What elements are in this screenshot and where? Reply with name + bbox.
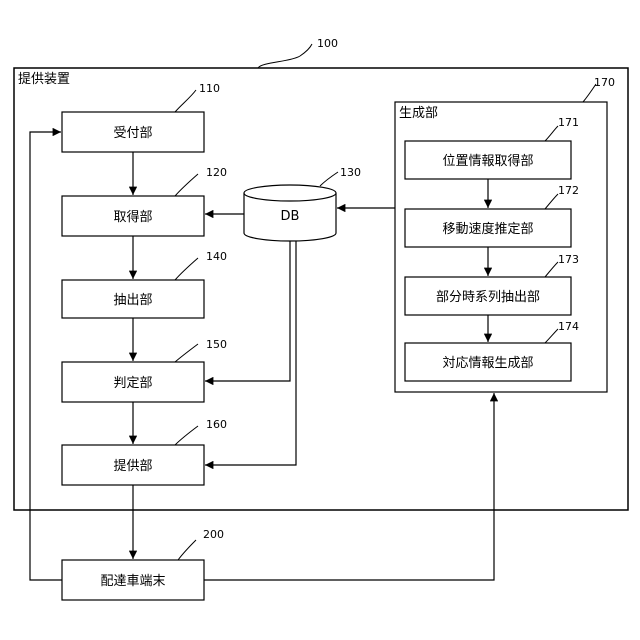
ref-172: 172 bbox=[558, 184, 579, 197]
ref-120: 120 bbox=[206, 166, 227, 179]
generator-label: 生成部 bbox=[399, 106, 438, 121]
unit-label-160: 提供部 bbox=[113, 458, 152, 474]
sub-label-173: 部分時系列抽出部 bbox=[436, 290, 540, 305]
unit-label-120: 取得部 bbox=[113, 209, 152, 225]
leader-line-150 bbox=[175, 344, 198, 362]
ref-140: 140 bbox=[206, 250, 227, 263]
leader-line-172 bbox=[545, 194, 558, 209]
db-cylinder-top bbox=[244, 185, 336, 201]
leader-line-120 bbox=[175, 174, 198, 196]
leader-line-140 bbox=[175, 258, 198, 280]
ref-200: 200 bbox=[203, 528, 224, 541]
outer-device-label: 提供装置 bbox=[18, 71, 70, 87]
leader-line-100 bbox=[258, 44, 312, 68]
arrow-db-to-160 bbox=[205, 241, 296, 465]
ref-173: 173 bbox=[558, 253, 579, 266]
leader-line-160 bbox=[175, 426, 198, 445]
leader-line-174 bbox=[545, 329, 558, 343]
leader-line-130 bbox=[320, 172, 338, 186]
ref-150: 150 bbox=[206, 338, 227, 351]
sub-label-171: 位置情報取得部 bbox=[442, 153, 533, 169]
unit-label-110: 受付部 bbox=[113, 126, 152, 141]
ref-110: 110 bbox=[199, 82, 220, 95]
sub-label-174: 対応情報生成部 bbox=[442, 356, 533, 371]
unit-label-140: 抽出部 bbox=[113, 293, 152, 308]
ref-130: 130 bbox=[340, 166, 361, 179]
ref-160: 160 bbox=[206, 418, 227, 431]
db-label: DB bbox=[281, 209, 300, 224]
leader-line-171 bbox=[545, 126, 558, 141]
ref-170: 170 bbox=[594, 76, 615, 89]
ref-174: 174 bbox=[558, 320, 579, 333]
sub-label-172: 移動速度推定部 bbox=[442, 221, 533, 237]
terminal-label: 配達車端末 bbox=[100, 574, 165, 589]
arrow-200-to-110 bbox=[30, 132, 62, 580]
leader-line-110 bbox=[175, 90, 196, 112]
ref-171: 171 bbox=[558, 116, 579, 129]
ref-100: 100 bbox=[317, 37, 338, 50]
leader-line-173 bbox=[545, 262, 558, 277]
leader-line-200 bbox=[178, 540, 196, 560]
arrow-200-to-170 bbox=[204, 393, 494, 580]
unit-label-150: 判定部 bbox=[113, 376, 152, 391]
